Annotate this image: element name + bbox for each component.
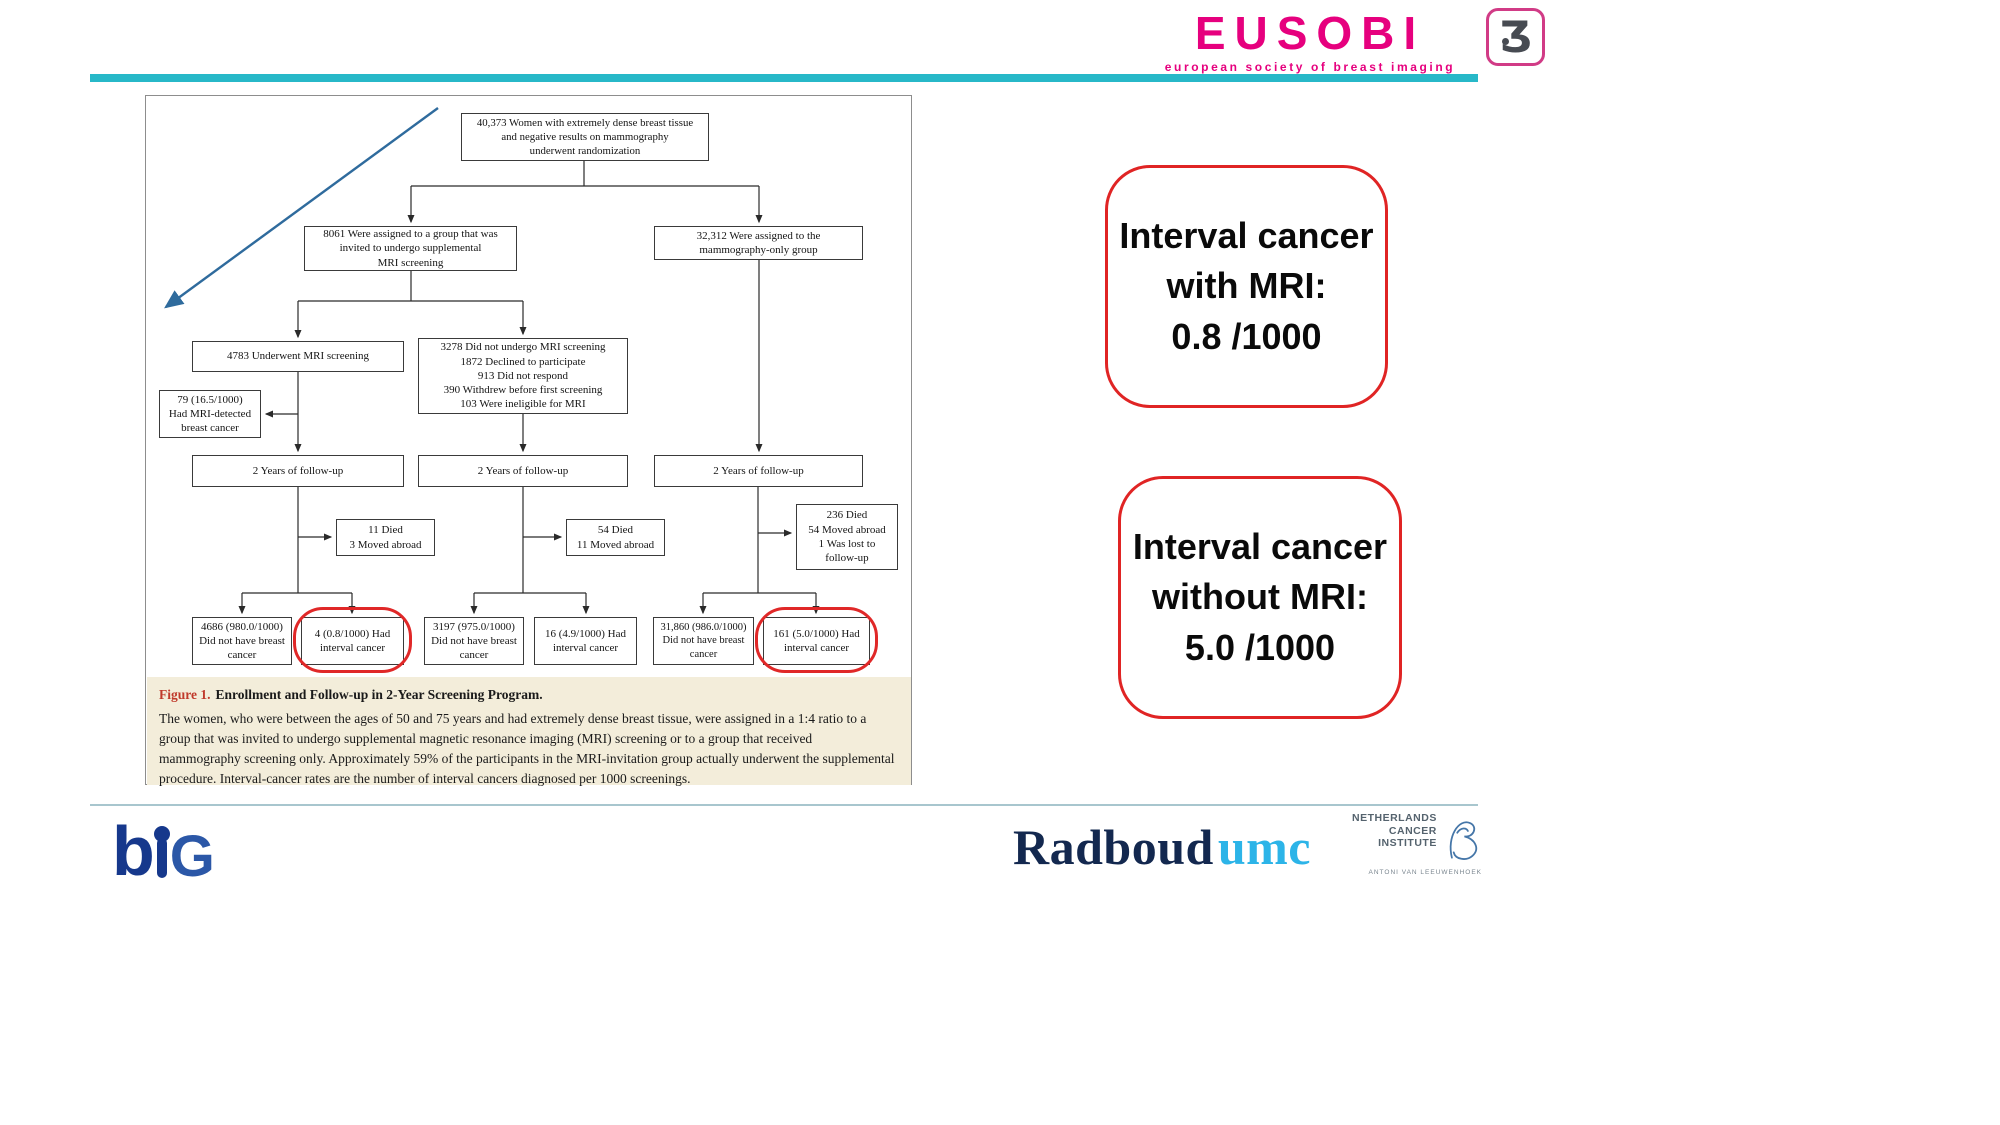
radboud-wordmark: Radboud	[1013, 819, 1214, 875]
nki-figure-icon	[1449, 821, 1477, 860]
annotation-arrow	[164, 107, 439, 309]
callout-interval-cancer-without-mri: Interval cancer without MRI: 5.0 /1000	[1118, 476, 1402, 719]
eusobi-wordmark: EUSOBI	[1194, 7, 1426, 59]
highlight-ring-interval-cancer-mammo	[755, 607, 878, 673]
radboudumc-logo: Radboudumc	[1013, 818, 1311, 876]
figure-caption: Figure 1. Enrollment and Follow-up in 2-Y…	[147, 677, 911, 786]
flow-box-no-cancer-1: 4686 (980.0/1000) Did not have breast ca…	[192, 617, 292, 665]
eusobi-tagline: european society of breast imaging	[1164, 60, 1456, 74]
flow-box-no-cancer-2: 3197 (975.0/1000) Did not have breast ca…	[424, 617, 524, 665]
nki-logo: NETHERLANDS CANCER INSTITUTE ANTONI VAN …	[1352, 812, 1482, 876]
flow-box-underwent-mri: 4783 Underwent MRI screening	[192, 341, 404, 372]
flowchart-connectors	[164, 107, 820, 615]
flow-box-interval-cancer-2: 16 (4.9/1000) Had interval cancer	[534, 617, 637, 665]
needle-head	[153, 826, 170, 842]
flow-box-did-not-undergo: 3278 Did not undergo MRI screening 1872 …	[418, 338, 628, 414]
flow-box-no-cancer-3: 31,860 (986.0/1000) Did not have breast …	[653, 617, 754, 665]
flow-box-followup-3: 2 Years of follow-up	[654, 455, 863, 487]
breast-glyph-dot	[1502, 38, 1509, 45]
breast-glyph: Ʒ	[1499, 12, 1532, 61]
figure-caption-label: Figure 1.	[159, 687, 211, 702]
flow-box-attrition-3: 236 Died 54 Moved abroad 1 Was lost to f…	[796, 504, 898, 570]
header-divider-bar	[90, 74, 1478, 82]
figure-panel: 40,373 Women with extremely dense breast…	[145, 95, 912, 786]
callout-interval-cancer-with-mri: Interval cancer with MRI: 0.8 /1000	[1105, 165, 1388, 408]
flow-box-followup-2: 2 Years of follow-up	[418, 455, 628, 487]
flow-box-mri-detected-cancer: 79 (16.5/1000) Had MRI-detected breast c…	[159, 390, 261, 438]
nki-subtitle: ANTONI VAN LEEUWENHOEK	[1368, 869, 1482, 876]
big-logo: b G	[112, 806, 215, 890]
flow-box-followup-1: 2 Years of follow-up	[192, 455, 404, 487]
flow-box-mri-invited-group: 8061 Were assigned to a group that was i…	[304, 226, 517, 271]
nki-name: NETHERLANDS CANCER INSTITUTE	[1352, 812, 1437, 850]
flow-box-randomization: 40,373 Women with extremely dense breast…	[461, 113, 709, 161]
figure-caption-body: The women, who were between the ages of …	[159, 711, 895, 786]
big-logo-b: b	[112, 811, 155, 890]
flow-box-attrition-2: 54 Died 11 Moved abroad	[566, 519, 665, 556]
footer-divider-line	[90, 804, 1478, 806]
flow-box-mammography-group: 32,312 Were assigned to the mammography-…	[654, 226, 863, 260]
biopsy-needle-icon	[153, 826, 170, 878]
figure-caption-title: Enrollment and Follow-up in 2-Year Scree…	[215, 687, 543, 702]
breast-imaging-icon: Ʒ	[1486, 8, 1545, 66]
eusobi-logo: EUSOBI european society of breast imagin…	[1158, 10, 1462, 74]
flow-box-attrition-1: 11 Died 3 Moved abroad	[336, 519, 435, 556]
big-logo-g: G	[169, 823, 215, 889]
highlight-ring-interval-cancer-mri	[293, 607, 412, 673]
umc-wordmark: umc	[1217, 819, 1311, 875]
